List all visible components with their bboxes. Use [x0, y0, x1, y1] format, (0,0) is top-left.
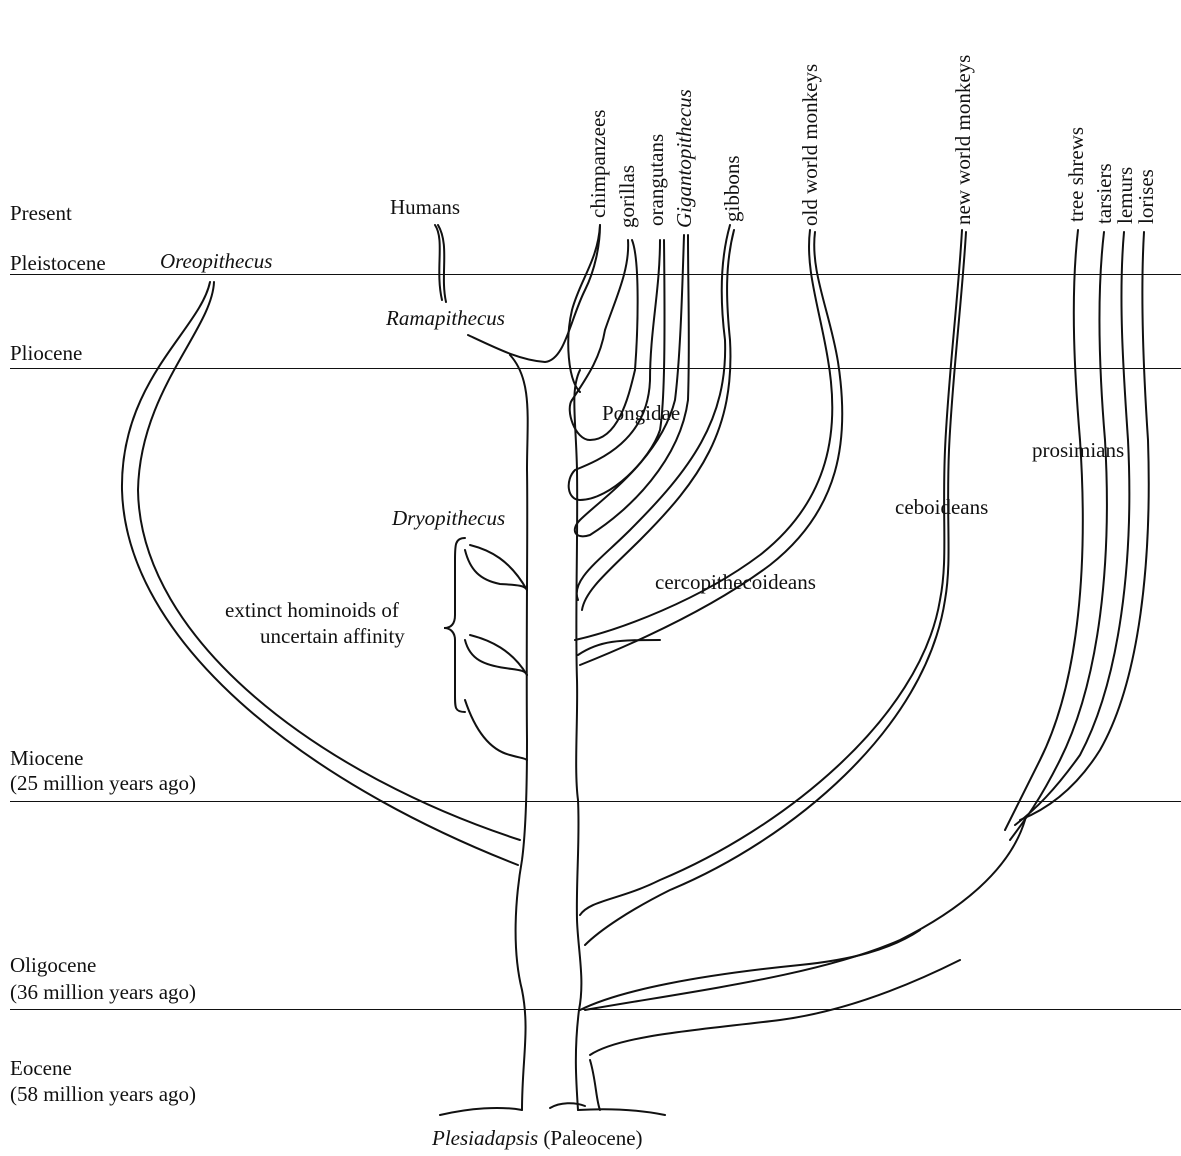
eocene-root-branch: [590, 1060, 600, 1110]
epoch-eocene-age: (58 million years ago): [10, 1084, 196, 1105]
ramapithecus-branch: [468, 225, 600, 362]
epoch-present: Present: [10, 203, 72, 224]
label-orangutans: orangutans: [646, 134, 667, 226]
label-lorises: lorises: [1136, 169, 1157, 224]
label-old-world-monkeys: old world monkeys: [800, 64, 821, 226]
label-gigantopithecus: Gigantopithecus: [674, 89, 695, 228]
epoch-eocene: Eocene: [10, 1058, 72, 1079]
label-ceboideans: ceboideans: [895, 497, 988, 518]
lower-side-branch: [578, 640, 660, 655]
label-lemurs: lemurs: [1115, 167, 1136, 224]
label-cercopithecoideans: cercopithecoideans: [655, 572, 816, 593]
dryopithecus-loop-2: [470, 635, 527, 675]
eocene-side-branch: [590, 960, 960, 1055]
epoch-pleistocene: Pleistocene: [10, 253, 106, 274]
label-tarsiers: tarsiers: [1094, 163, 1115, 224]
extinct-hominoid-3: [465, 700, 527, 760]
label-oreopithecus: Oreopithecus: [160, 251, 272, 272]
trunk-right-edge: [574, 370, 581, 1110]
label-tree-shrews: tree shrews: [1066, 127, 1087, 222]
oreopithecus-branch-inner: [138, 282, 520, 840]
label-prosimians: prosimians: [1032, 440, 1124, 461]
chimp-inner: [568, 225, 600, 392]
gorilla-branch: [572, 240, 628, 400]
epoch-miocene-age: (25 million years ago): [10, 773, 196, 794]
humans-line-a: [435, 225, 442, 300]
epoch-pliocene: Pliocene: [10, 343, 82, 364]
label-ramapithecus: Ramapithecus: [386, 308, 505, 329]
trunk-left-edge: [510, 355, 528, 1110]
root-mid: [550, 1103, 585, 1108]
label-pongidae: Pongidae: [602, 403, 680, 424]
label-new-world-monkeys: new world monkeys: [953, 55, 974, 225]
tree-shrews-line: [1005, 230, 1083, 830]
label-paleocene: (Paleocene): [543, 1126, 642, 1150]
label-extinct-line1: extinct hominoids of: [225, 600, 399, 621]
tarsiers-line: [1010, 232, 1107, 840]
root-right: [578, 1109, 665, 1115]
lemurs-line: [1015, 232, 1129, 825]
epoch-oligocene-age: (36 million years ago): [10, 982, 196, 1003]
extinct-bracket: [444, 538, 465, 712]
label-gorillas: gorillas: [617, 165, 638, 228]
label-extinct-line2: uncertain affinity: [260, 626, 405, 647]
epoch-miocene: Miocene: [10, 748, 83, 769]
label-plesiadapsis: Plesiadapsis: [432, 1126, 538, 1150]
label-humans: Humans: [390, 197, 460, 218]
label-plesiadapsis-caption: Plesiadapsis (Paleocene): [432, 1128, 643, 1149]
label-dryopithecus: Dryopithecus: [392, 508, 505, 529]
root-left: [440, 1108, 522, 1115]
label-chimpanzees: chimpanzees: [588, 110, 609, 218]
epoch-oligocene: Oligocene: [10, 955, 96, 976]
label-gibbons: gibbons: [722, 155, 743, 222]
prosimian-base: [585, 820, 1025, 1010]
